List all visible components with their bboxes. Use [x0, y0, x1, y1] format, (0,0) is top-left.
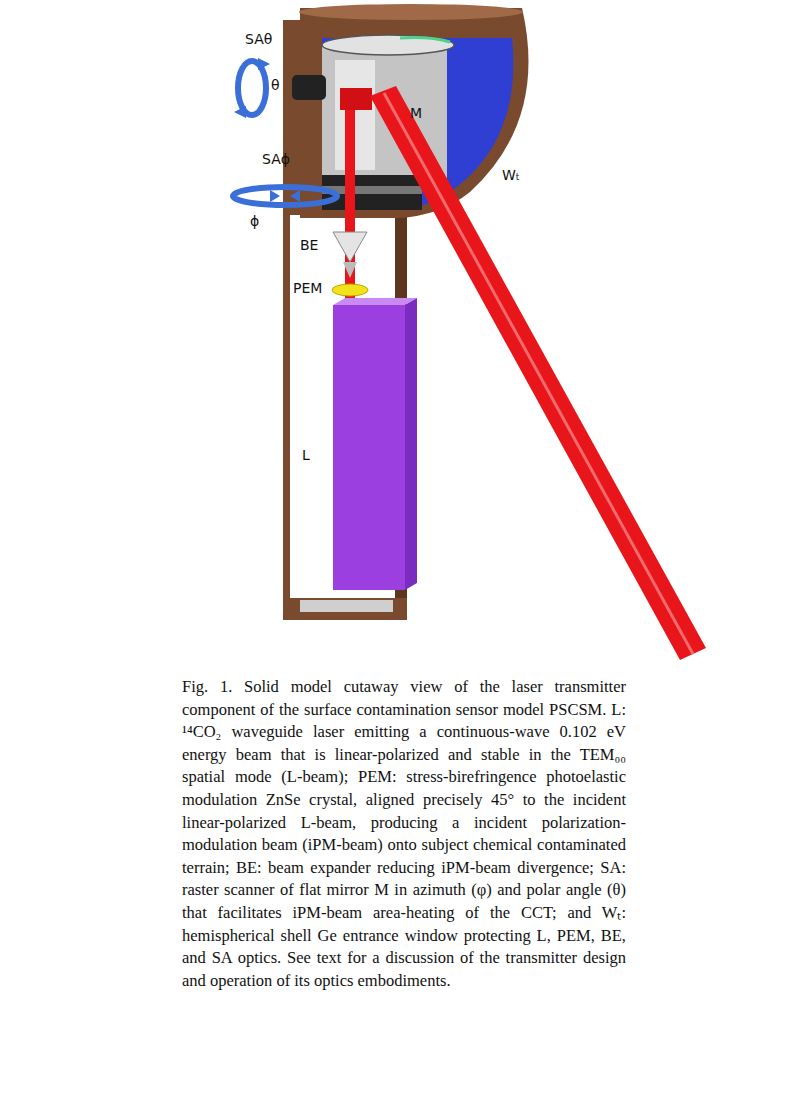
scanner-lid: [322, 35, 454, 55]
part-label: SAϕ: [262, 152, 290, 167]
bowl-rim: [299, 4, 523, 20]
part-label: L: [302, 448, 310, 463]
part-label: BE: [300, 238, 318, 253]
part-label: SAθ: [245, 32, 272, 47]
output-beam: [370, 86, 706, 660]
part-label: PEM: [293, 281, 322, 296]
beam-expander-lens: [343, 262, 357, 278]
theta-knob: [292, 75, 326, 100]
mirror-mount: [340, 88, 372, 110]
theta-rotation: [238, 61, 266, 115]
arrow-head: [290, 190, 300, 202]
pem-crystal: [332, 284, 368, 296]
arrow-head: [258, 58, 270, 70]
laser-side: [405, 298, 417, 590]
housing-bowl: [300, 8, 529, 218]
beam-expander: [333, 232, 367, 262]
figure-caption: Fig. 1. Solid model cutaway view of the …: [182, 676, 626, 992]
lid-arc: [400, 38, 450, 43]
part-label: M: [410, 106, 422, 121]
tube-slot: [300, 600, 393, 612]
arrow-head: [234, 106, 246, 118]
part-label: Wₜ: [502, 168, 520, 183]
part-label: ϕ: [250, 214, 259, 229]
beam-highlight: [384, 93, 693, 654]
part-label: θ: [271, 78, 280, 93]
laser-top: [333, 298, 417, 305]
phi-rotation: [233, 187, 337, 205]
arrow-head: [270, 190, 280, 202]
laser-body: [333, 305, 405, 590]
